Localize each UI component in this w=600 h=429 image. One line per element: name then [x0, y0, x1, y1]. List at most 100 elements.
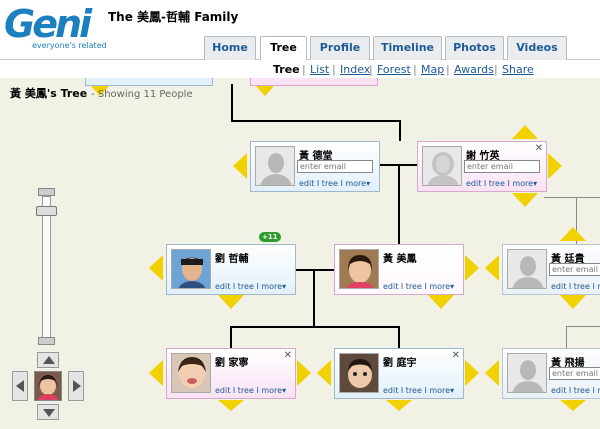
tab-videos[interactable]: Videos — [507, 36, 567, 60]
close-icon[interactable]: ✕ — [534, 143, 543, 154]
partial-person-card[interactable] — [250, 78, 378, 86]
person-card-liu-jianing[interactable]: 劉 家寧 ✕ edit I tree I more▾ — [166, 348, 296, 399]
subnav-divider: | — [413, 63, 417, 76]
person-actions[interactable]: edit I tree I more▾ — [215, 386, 287, 395]
connector-line — [566, 326, 600, 327]
tree-canvas[interactable]: 黃 美鳳's Tree - Showing 11 People 黃 德堂 edi… — [0, 78, 600, 429]
partial-person-card[interactable] — [85, 78, 213, 86]
subnav-tree[interactable]: Tree — [273, 63, 300, 76]
profile-photo — [171, 353, 211, 393]
expand-right-arrow[interactable] — [465, 360, 479, 386]
email-input[interactable] — [297, 160, 373, 173]
family-title: The 美鳳-哲輔 Family — [108, 10, 239, 24]
person-actions[interactable]: edit I tree I more▾ — [299, 179, 371, 188]
geni-logo[interactable]: Geni everyone's related — [4, 5, 107, 50]
subnav-divider: | — [494, 63, 498, 76]
person-name[interactable]: 黃 飛揚 — [551, 358, 585, 369]
zoom-handle[interactable] — [36, 206, 57, 216]
expand-left-arrow[interactable] — [233, 153, 247, 179]
tab-photos[interactable]: Photos — [445, 36, 504, 60]
expand-down-arrow[interactable] — [218, 400, 244, 411]
subnav-map[interactable]: Map — [421, 63, 445, 76]
expand-down-arrow[interactable] — [560, 295, 586, 309]
zoom-out-cap[interactable] — [38, 337, 55, 345]
subnav-divider: | — [369, 63, 373, 76]
close-icon[interactable]: ✕ — [283, 350, 292, 361]
connector-line — [231, 84, 233, 121]
zoom-track[interactable] — [42, 196, 51, 340]
zoom-slider[interactable] — [34, 188, 60, 346]
tab-timeline[interactable]: Timeline — [373, 36, 442, 60]
connector-line — [313, 269, 315, 327]
expand-up-arrow[interactable] — [512, 125, 538, 139]
connector-line — [231, 120, 400, 122]
zoom-in-cap[interactable] — [38, 188, 55, 196]
subnav-forest[interactable]: Forest — [377, 63, 411, 76]
person-card-huang-meifeng[interactable]: 黃 美鳳 edit I tree I more▾ — [334, 244, 464, 295]
expand-up-arrow[interactable] — [560, 227, 586, 241]
subnav-awards[interactable]: Awards — [454, 63, 494, 76]
email-input[interactable] — [464, 160, 540, 173]
expand-left-arrow[interactable] — [485, 255, 499, 281]
tab-tree[interactable]: Tree — [260, 36, 307, 61]
connector-line — [576, 197, 577, 247]
pan-left-button[interactable] — [12, 371, 28, 401]
person-name[interactable]: 黃 德堂 — [299, 151, 333, 162]
person-name[interactable]: 劉 哲輔 — [215, 254, 249, 265]
logo-tagline: everyone's related — [32, 41, 107, 50]
subnav-index[interactable]: Index — [340, 63, 371, 76]
email-input[interactable] — [549, 263, 600, 276]
expand-right-arrow[interactable] — [465, 255, 479, 281]
expand-left-arrow[interactable] — [149, 255, 163, 281]
expand-left-arrow[interactable] — [485, 360, 499, 386]
person-actions[interactable]: edit I tree I more▾ — [215, 282, 287, 291]
subnav-share[interactable]: Share — [502, 63, 534, 76]
person-actions[interactable]: edit I tree I more▾ — [383, 386, 455, 395]
expand-right-arrow[interactable] — [548, 153, 562, 179]
person-actions[interactable]: edit I tree I more▾ — [551, 282, 600, 291]
email-input[interactable] — [549, 367, 600, 380]
person-card-huang-feiyang[interactable]: 黃 飛揚 edit I tree I more▾ — [502, 348, 600, 399]
person-card-xie-zhuying[interactable]: 謝 竹英 ✕ edit I tree I more▾ — [417, 141, 547, 192]
connector-line — [566, 326, 567, 350]
pan-up-button[interactable] — [37, 352, 59, 368]
expand-down-arrow[interactable] — [218, 295, 244, 309]
connector-line — [544, 197, 600, 198]
expand-left-arrow[interactable] — [317, 360, 331, 386]
expand-down-arrow[interactable] — [91, 86, 109, 96]
expand-left-arrow[interactable] — [149, 360, 163, 386]
expand-down-arrow[interactable] — [428, 295, 454, 309]
arrow-right-icon — [73, 380, 81, 392]
hidden-people-badge[interactable]: +11 — [259, 232, 281, 242]
tree-title: 黃 美鳳's Tree - Showing 11 People — [10, 85, 193, 101]
person-card-liu-tingyu[interactable]: 劉 庭宇 ✕ edit I tree I more▾ — [334, 348, 464, 399]
subnav-divider: | — [302, 63, 306, 76]
person-actions[interactable]: edit I tree I more▾ — [466, 179, 538, 188]
tree-title-name: 黃 美鳳's Tree — [10, 87, 88, 100]
person-name[interactable]: 劉 庭宇 — [383, 358, 417, 369]
person-name[interactable]: 黃 美鳳 — [383, 254, 417, 265]
person-actions[interactable]: edit I tree I more▾ — [551, 386, 600, 395]
person-name[interactable]: 謝 竹英 — [466, 151, 500, 162]
person-name[interactable]: 劉 家寧 — [215, 358, 249, 369]
pan-right-button[interactable] — [68, 371, 84, 401]
person-card-huang-detang[interactable]: 黃 德堂 edit I tree I more▾ — [250, 141, 380, 192]
connector-line — [398, 164, 400, 246]
person-card-huang-tinggui[interactable]: 黃 廷貴 edit I tree I more▾ — [502, 244, 600, 295]
tab-profile[interactable]: Profile — [310, 36, 370, 60]
person-card-liu-zhefu[interactable]: 劉 哲輔 edit I tree I more▾ — [166, 244, 296, 295]
home-person-thumbnail[interactable] — [34, 371, 62, 401]
pan-navigation-pad — [12, 352, 84, 420]
logo-text: Geni — [4, 2, 92, 46]
close-icon[interactable]: ✕ — [451, 350, 460, 361]
subnav-list[interactable]: List — [310, 63, 330, 76]
expand-down-arrow[interactable] — [560, 400, 586, 411]
expand-down-arrow[interactable] — [512, 193, 538, 207]
tab-home[interactable]: Home — [204, 36, 256, 60]
expand-right-arrow[interactable] — [297, 360, 311, 386]
person-actions[interactable]: edit I tree I more▾ — [383, 282, 455, 291]
pan-down-button[interactable] — [37, 404, 59, 420]
expand-down-arrow[interactable] — [386, 400, 412, 411]
person-name[interactable]: 黃 廷貴 — [551, 254, 585, 265]
expand-down-arrow[interactable] — [256, 86, 274, 96]
